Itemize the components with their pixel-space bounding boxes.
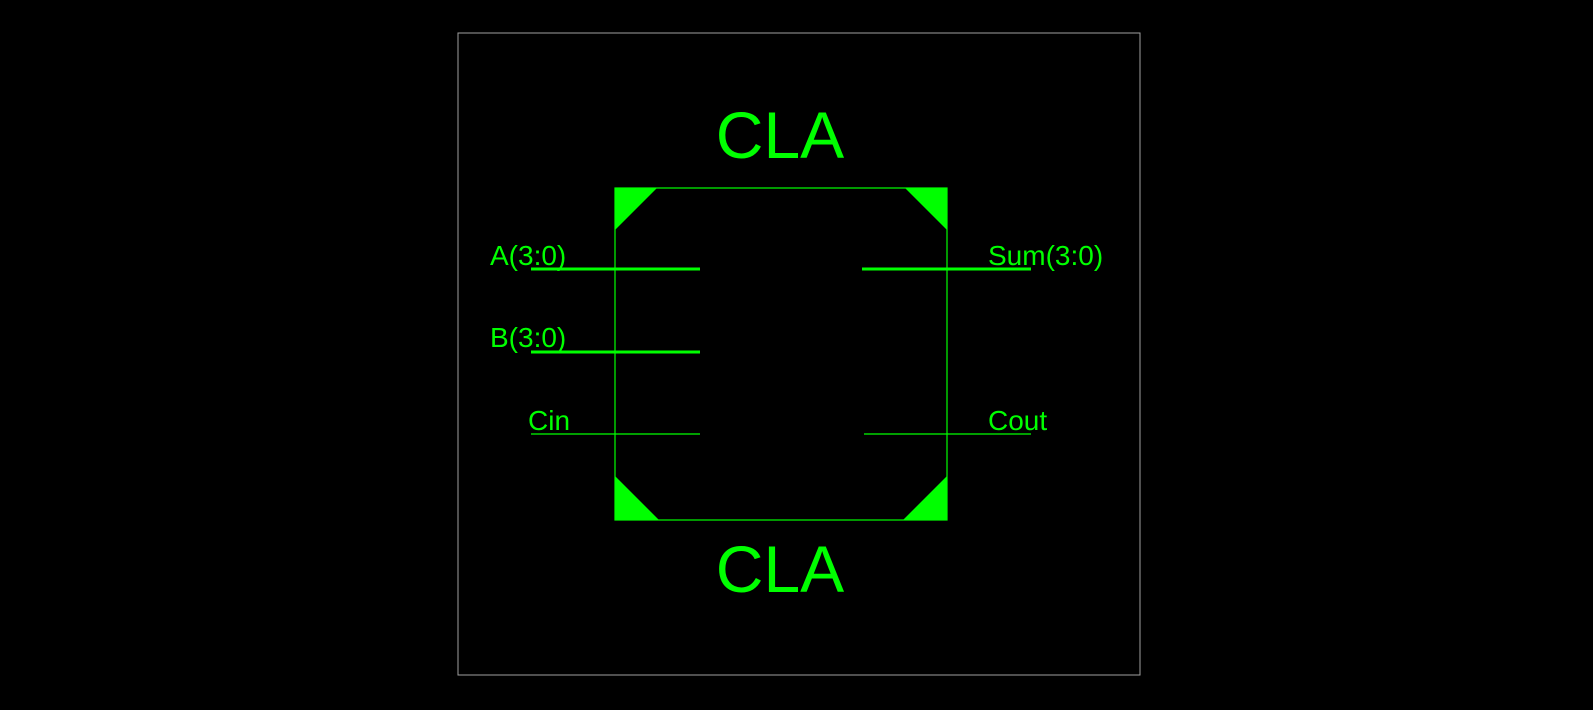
pin-a-label: A(3:0) <box>490 240 566 271</box>
pin-b-label: B(3:0) <box>490 322 566 353</box>
pin-a[interactable]: A(3:0) <box>490 240 700 271</box>
pin-sum-label: Sum(3:0) <box>988 240 1103 271</box>
cla-block[interactable] <box>614 187 948 521</box>
pin-cout-label: Cout <box>988 405 1047 436</box>
corner-mark-top-right <box>905 188 947 230</box>
corner-mark-bottom-right <box>903 476 947 520</box>
corner-mark-top-left <box>615 188 657 230</box>
corner-mark-bottom-left <box>615 476 659 520</box>
pin-cout[interactable]: Cout <box>864 405 1047 436</box>
pin-sum[interactable]: Sum(3:0) <box>862 240 1103 271</box>
symbol-name-top: CLA <box>716 98 844 172</box>
symbol-frame <box>457 32 1141 676</box>
pin-cin[interactable]: Cin <box>528 405 700 436</box>
pin-b[interactable]: B(3:0) <box>490 322 700 354</box>
block-body <box>614 187 948 521</box>
symbol-name-bottom: CLA <box>716 532 844 606</box>
pin-cin-label: Cin <box>528 405 570 436</box>
